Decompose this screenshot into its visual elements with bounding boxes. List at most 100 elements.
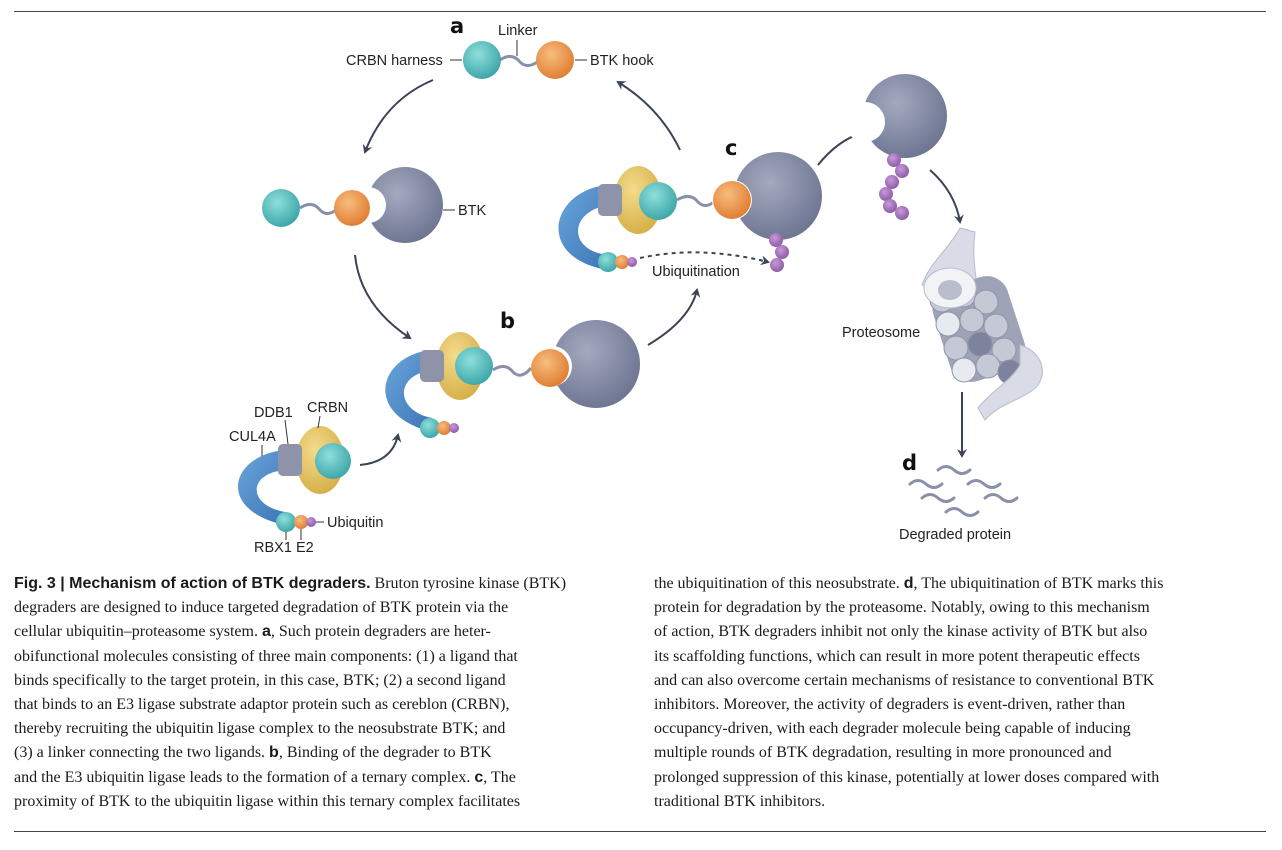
arrow-a-to-binding — [362, 79, 434, 154]
poly-ubiquitin-3 — [885, 175, 899, 189]
e2-enzyme — [294, 515, 308, 529]
crbn-leader — [317, 415, 321, 429]
ubiquitin-transfer-arrow — [639, 251, 770, 266]
caption-text: the ubiquitination of this neosubstrate. — [654, 575, 904, 592]
ddb1-label: DDB1 — [254, 405, 293, 421]
btk-label: BTK — [458, 203, 487, 219]
arrow-to-proteasome — [929, 169, 964, 224]
top-rule — [14, 11, 1266, 12]
caption-line: of action, BTK degraders inhibit not onl… — [654, 620, 1266, 644]
caption-text: that binds to an E3 ligase substrate ada… — [14, 696, 510, 714]
caption-line: (3) a linker connecting the two ligands.… — [14, 741, 626, 765]
b-btk-ligand — [531, 349, 569, 387]
released-btk-pocket — [845, 102, 885, 142]
caption-line: the ubiquitination of this neosubstrate.… — [654, 572, 1266, 596]
caption-left-column: Fig. 3 | Mechanism of action of BTK degr… — [14, 572, 626, 814]
ddb1-leader — [284, 419, 289, 445]
crbn-harness-label: CRBN harness — [346, 53, 443, 69]
caption-text: cellular ubiquitin–proteasome system. — [14, 623, 262, 641]
caption-line: that binds to an E3 ligase substrate ada… — [14, 693, 626, 717]
caption-emphasis: d — [903, 575, 914, 592]
proteasome: Proteosome — [842, 227, 1043, 421]
caption-line: Fig. 3 | Mechanism of action of BTK degr… — [14, 572, 626, 596]
caption-text: , The ubiquitination of BTK marks this — [913, 575, 1164, 592]
caption-emphasis: c — [474, 768, 484, 786]
caption-text: (3) a linker connecting the two ligands. — [14, 744, 270, 762]
proteosome-label: Proteosome — [842, 325, 920, 341]
btk-ligand — [334, 190, 370, 226]
b-e2 — [437, 421, 451, 435]
caption-line: binds specifically to the target protein… — [14, 669, 626, 693]
panel-c-ubiquitination: c Ubiquitination — [558, 136, 822, 280]
caption-text: multiple rounds of BTK degradation, resu… — [654, 744, 1112, 762]
rbx1-label: RBX1 — [254, 540, 292, 556]
linker-chain — [499, 55, 541, 67]
caption-text: and the E3 ubiquitin ligase leads to the… — [14, 768, 475, 786]
caption-text: its scaffolding functions, which can res… — [654, 647, 1140, 665]
caption-text: , Such protein degraders are heter- — [270, 623, 491, 641]
btk-protein — [367, 167, 443, 243]
b-rbx1 — [420, 418, 440, 438]
caption-text: , The — [483, 768, 516, 786]
caption-right-column: the ubiquitination of this neosubstrate.… — [654, 572, 1266, 814]
caption-text: thereby recruiting the ubiquitin ligase … — [14, 720, 506, 738]
caption-line: occupancy-driven, with each degrader mol… — [654, 717, 1266, 741]
caption-text: protein for degradation by the proteasom… — [654, 599, 1150, 617]
proteasome-lumen — [938, 280, 962, 300]
caption-text: degraders are designed to induce targete… — [14, 599, 509, 617]
crbn-harness-ligand — [463, 41, 501, 79]
caption-text: prolonged suppression of this kinase, po… — [654, 768, 1160, 786]
c-ubiquitin-donor — [627, 257, 637, 267]
panel-c-label: c — [725, 136, 737, 160]
caption-line: its scaffolding functions, which can res… — [654, 645, 1266, 669]
arrow-c-to-a-recycle — [616, 80, 681, 151]
poly-ubiquitin-5 — [883, 199, 897, 213]
b-linker — [492, 365, 533, 377]
poly-ubiquitin-2 — [895, 164, 909, 178]
caption-text: traditional BTK inhibitors. — [654, 792, 826, 810]
caption-line: multiple rounds of BTK degradation, resu… — [654, 741, 1266, 765]
caption-text: obifunctional molecules consisting of th… — [14, 647, 518, 665]
btk-hook-label: BTK hook — [590, 53, 654, 69]
bottom-rule — [14, 831, 1266, 832]
caption-line: thereby recruiting the ubiquitin ligase … — [14, 717, 626, 741]
c-ubiquitin-1 — [769, 233, 783, 247]
c-linker — [676, 195, 718, 207]
cul4a-label: CUL4A — [229, 429, 276, 445]
crbn-ligand — [262, 189, 300, 227]
crbn-label: CRBN — [307, 400, 348, 416]
c-btk-ligand — [713, 181, 751, 219]
caption-text: , Binding of the degrader to BTK — [278, 744, 492, 762]
degrader-bound-btk: BTK — [262, 167, 487, 243]
ubiquitin-bead — [306, 517, 316, 527]
caption-line: cellular ubiquitin–proteasome system. a,… — [14, 620, 626, 644]
caption-text: proximity of BTK to the ubiquitin ligase… — [14, 792, 521, 810]
arrow-b-to-c — [647, 288, 701, 346]
caption-line: prolonged suppression of this kinase, po… — [654, 766, 1266, 790]
panel-d-degraded-protein: d Degraded protein — [899, 451, 1019, 543]
cul4a-scaffold — [237, 450, 290, 525]
caption-emphasis: Fig. 3 | Mechanism of action of BTK degr… — [14, 575, 371, 592]
degraded-protein-label: Degraded protein — [899, 527, 1011, 543]
caption-line: proximity of BTK to the ubiquitin ligase… — [14, 790, 626, 814]
caption-emphasis: a — [261, 623, 271, 641]
c-e2 — [615, 255, 629, 269]
caption-line: traditional BTK inhibitors. — [654, 790, 1266, 814]
linker-label: Linker — [498, 23, 538, 39]
b-ddb1 — [420, 350, 444, 382]
caption-emphasis: b — [269, 744, 279, 762]
panel-d-label: d — [902, 451, 917, 475]
proteasome-cap-bottom — [977, 344, 1043, 421]
caption-text: and can also overcome certain mechanisms… — [654, 671, 1155, 689]
c-rbx1 — [598, 252, 618, 272]
panel-b-label: b — [500, 309, 515, 333]
poly-ubiquitin-1 — [887, 153, 901, 167]
mechanism-figure: a Linker CRBN harness BTK hook BTK DD — [229, 14, 1043, 556]
ubiquitination-label: Ubiquitination — [652, 264, 740, 280]
caption-line: obifunctional molecules consisting of th… — [14, 645, 626, 669]
caption-line: degraders are designed to induce targete… — [14, 596, 626, 620]
caption-text: of action, BTK degraders inhibit not onl… — [654, 623, 1148, 641]
caption-text: inhibitors. Moreover, the activity of de… — [654, 696, 1126, 714]
caption-line: and can also overcome certain mechanisms… — [654, 669, 1266, 693]
b-ubiquitin — [449, 423, 459, 433]
